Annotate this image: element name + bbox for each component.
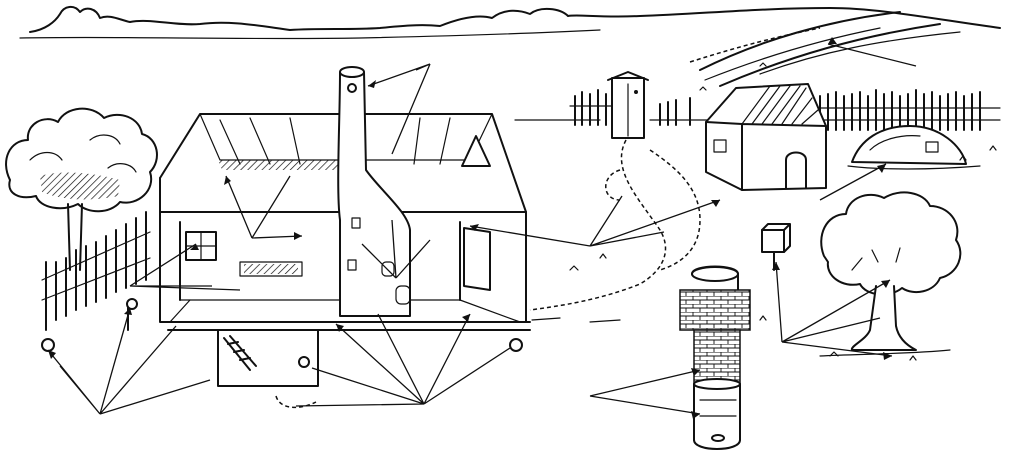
- right-tree: [819, 191, 962, 357]
- paths: [529, 139, 701, 323]
- well-cutaway: [679, 265, 751, 450]
- road: [689, 11, 961, 87]
- house-cutaway: [41, 113, 531, 352]
- pointer-lines: [47, 37, 917, 419]
- horizon-hills: [19, 6, 1001, 40]
- left-fence: [41, 211, 151, 331]
- root-cellar-mound: [847, 125, 981, 170]
- ground-marks: [569, 62, 997, 361]
- left-tree: [5, 107, 158, 271]
- cellar: [126, 298, 319, 409]
- shed: [705, 83, 827, 191]
- outhouse: [607, 71, 649, 139]
- chimney: [337, 66, 411, 317]
